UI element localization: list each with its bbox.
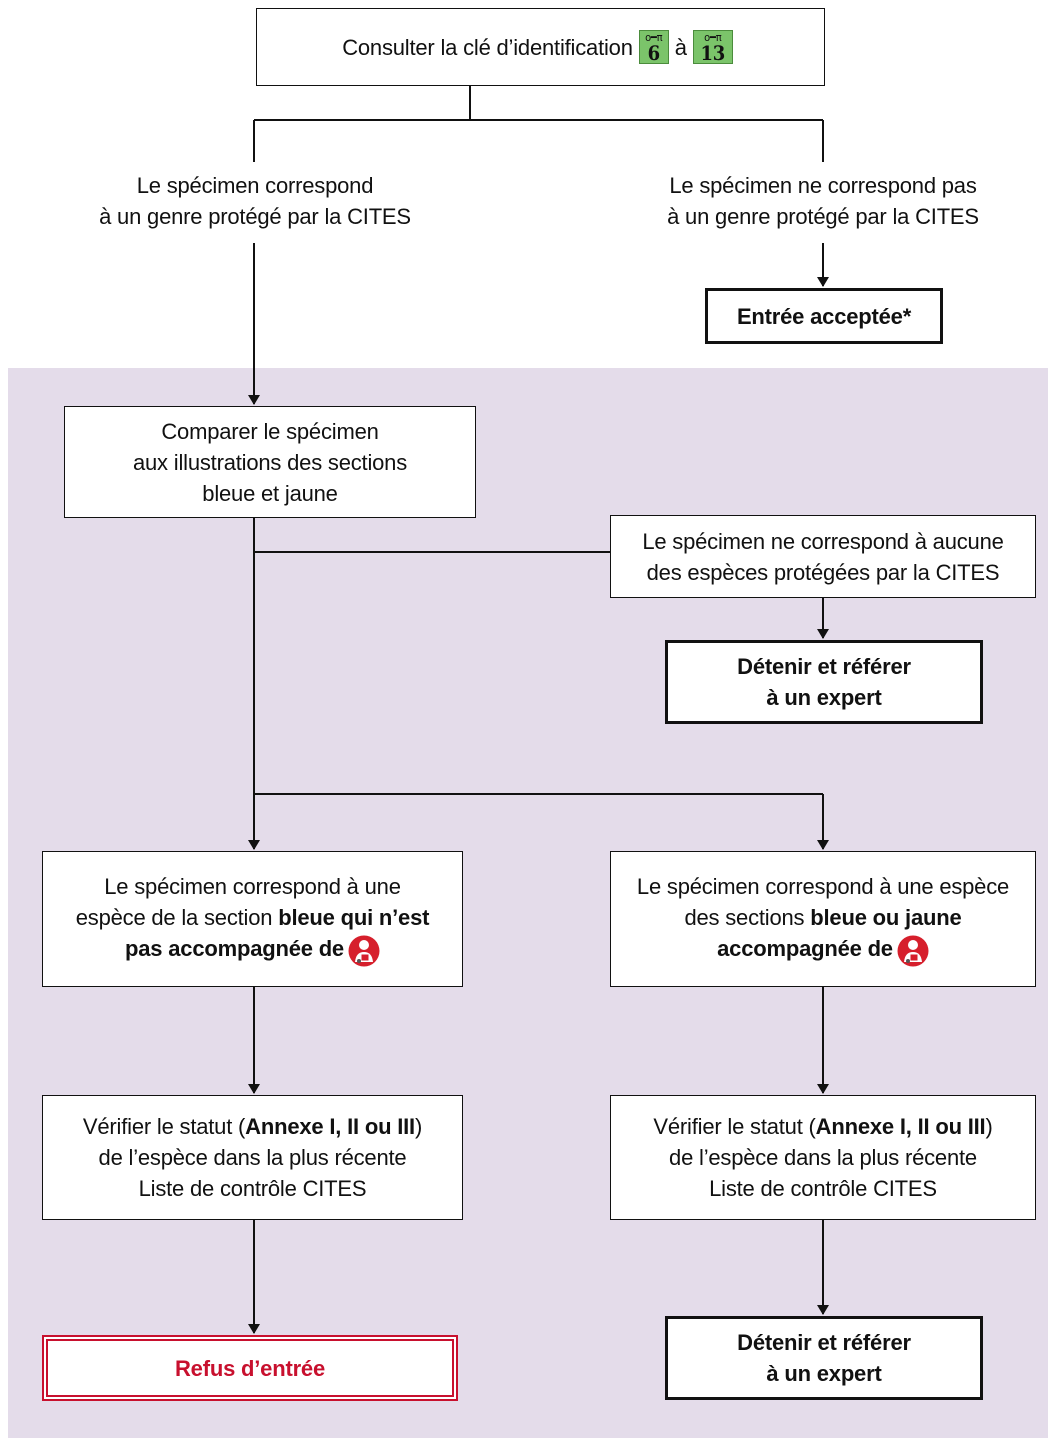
key-number-from: 6 [647,40,661,65]
check-left-l1a: Vérifier le statut ( [82,1114,246,1139]
with-icon-line3-bold: accompagnée de [717,936,893,962]
detain-2-line2: à un expert [766,1361,882,1386]
no-match-box: Le spécimen ne correspond à aucune des e… [610,515,1036,598]
check-right-line3: Liste de contrôle CITES [709,1176,937,1201]
genus-no-match-line2: à un genre protégé par la CITES [667,204,979,229]
check-right-l1c: ) [985,1114,993,1139]
with-icon-line1: Le spécimen correspond à une espèce [636,874,1010,900]
compare-line1: Comparer le spécimen [161,418,379,444]
blue-no-icon-line2-plain: espèce de la section [75,905,279,931]
inspector-icon [897,935,929,967]
genus-match-line2: à un genre protégé par la CITES [99,204,411,229]
check-left-line3: Liste de contrôle CITES [138,1176,367,1201]
compare-line3: bleue et jaune [202,480,338,506]
key-icon: o━π 13 [692,30,733,65]
with-icon-line2-plain: des sections [684,905,811,931]
entry-accepted-label: Entrée acceptée* [736,303,912,329]
start-box: Consulter la clé d’identification o━π 6 … [256,8,825,86]
blue-no-icon-line2-bold: bleue qui n’est [278,905,430,931]
blue-no-icon-line3-bold: pas accompagnée de [125,936,344,962]
with-icon-line2-bold: bleue ou jaune [810,905,962,931]
check-left-l1c: ) [414,1114,423,1139]
start-connector: à [674,34,687,60]
detain-2-line1: Détenir et référer [737,1330,911,1355]
detain-1-line2: à un expert [766,685,882,710]
entry-accepted-box: Entrée acceptée* [705,288,943,344]
genus-no-match-text: Le spécimen ne correspond pas à un genre… [605,170,1041,232]
key-icon: o━π 6 [638,30,669,65]
blue-no-icon-line1: Le spécimen correspond à une [104,874,401,900]
check-right-l1b: Annexe I, II ou III [815,1114,986,1139]
genus-match-text: Le spécimen correspond à un genre protég… [40,170,470,232]
genus-match-line1: Le spécimen correspond [136,173,374,198]
detain-1-line1: Détenir et référer [737,654,911,679]
compare-line2: aux illustrations des sections [132,449,408,475]
entry-refused-box: Refus d’entrée [42,1335,458,1401]
blue-section-no-icon-box: Le spécimen correspond à une espèce de l… [42,851,463,987]
check-status-box-right: Vérifier le statut (Annexe I, II ou III)… [610,1095,1036,1220]
detain-expert-box-1: Détenir et référer à un expert [665,640,983,724]
no-match-line2: des espèces protégées par la CITES [646,559,1000,585]
key-number-to: 13 [700,40,726,65]
check-right-line2: de l’espèce dans la plus récente [669,1145,977,1170]
check-left-line2: de l’espèce dans la plus récente [98,1145,407,1170]
with-icon-box: Le spécimen correspond à une espèce des … [610,851,1036,987]
check-status-box-left: Vérifier le statut (Annexe I, II ou III)… [42,1095,463,1220]
detain-expert-box-2: Détenir et référer à un expert [665,1316,983,1400]
check-left-l1b: Annexe I, II ou III [245,1114,415,1139]
no-match-line1: Le spécimen ne correspond à aucune [642,528,1004,554]
check-right-l1a: Vérifier le statut ( [653,1114,816,1139]
entry-refused-label: Refus d’entrée [174,1355,326,1381]
inspector-icon [348,935,380,967]
start-text: Consulter la clé d’identification [342,34,633,60]
compare-box: Comparer le spécimen aux illustrations d… [64,406,476,518]
genus-no-match-line1: Le spécimen ne correspond pas [669,173,977,198]
